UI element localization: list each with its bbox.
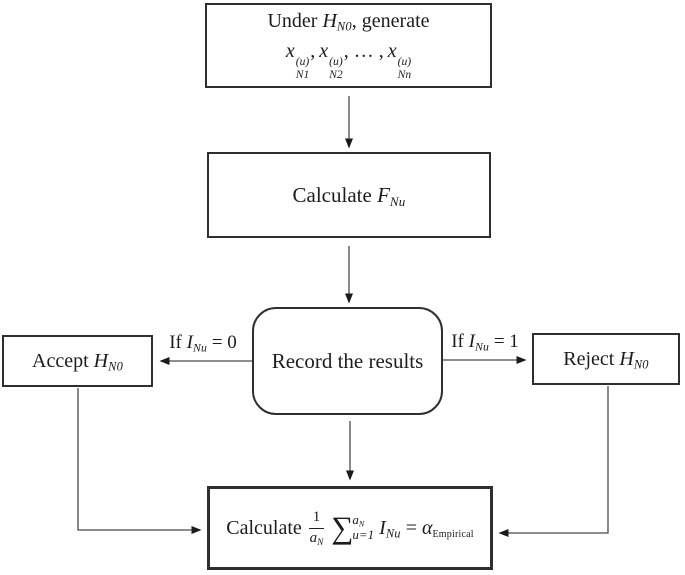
generate-line1: Under HN0, generate (267, 10, 430, 35)
node-calculate-statistic: Calculate FNu (207, 152, 491, 238)
scripts: (u)N2 (329, 54, 343, 81)
node-reject-hypothesis: Reject HN0 (532, 333, 680, 385)
formula-result: INu = αEmpirical (379, 516, 474, 541)
scripts: (u)N1 (295, 54, 310, 81)
condition-reject-label: If INu = 1 (451, 331, 519, 354)
accept-text: Accept HN0 (32, 349, 123, 374)
condition-accept-label: If INu = 0 (169, 332, 237, 355)
scripts: (u)Nn (397, 54, 412, 81)
node-record-results: Record the results (252, 307, 443, 415)
arrow-accept-to-empirical (77, 388, 202, 534)
reject-text: Reject HN0 (563, 347, 649, 372)
node-generate-samples: Under HN0, generate x(u)N1,x(u)N2, … ,x(… (205, 3, 492, 88)
record-text: Record the results (271, 348, 424, 373)
generate-line2: x(u)N1,x(u)N2, … ,x(u)Nn (285, 40, 412, 81)
formula-prefix: Calculate (226, 516, 302, 539)
arrow-reject-to-empirical (498, 386, 609, 537)
calculate-text: Calculate FNu (292, 182, 406, 209)
node-accept-hypothesis: Accept HN0 (2, 335, 153, 387)
